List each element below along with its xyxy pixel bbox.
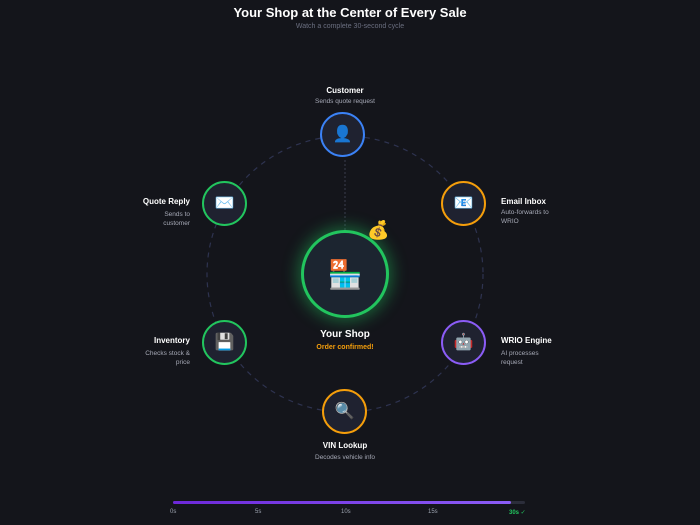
page-title: Your Shop at the Center of Every Sale bbox=[233, 5, 467, 20]
tick-0s: 0s bbox=[170, 509, 177, 515]
quote-reply-node[interactable]: ✉️ bbox=[202, 181, 247, 226]
your-shop-hub[interactable]: 🏪 bbox=[301, 230, 389, 318]
vin-lookup-node[interactable]: 🔍 bbox=[322, 389, 367, 434]
wrio-engine-desc: AI processes request bbox=[501, 350, 539, 366]
page-subtitle: Watch a complete 30-second cycle bbox=[295, 23, 405, 30]
vin-lookup-title: VIN Lookup bbox=[322, 441, 368, 450]
timeline-progress-fill bbox=[173, 501, 511, 504]
user-icon: 👤 bbox=[332, 125, 353, 143]
search-icon: 🔍 bbox=[334, 402, 355, 420]
vin-lookup-desc: Decodes vehicle info bbox=[315, 454, 375, 461]
tick-5s: 5s bbox=[255, 509, 262, 515]
hub-title: Your Shop bbox=[320, 329, 370, 340]
email-inbox-node[interactable]: 📧 bbox=[441, 181, 486, 226]
tick-10s: 10s bbox=[341, 509, 351, 515]
hub-status: Order confirmed! bbox=[316, 344, 374, 351]
email-inbox-desc: Auto-forwards to WRIO bbox=[501, 209, 549, 225]
customer-node[interactable]: 👤 bbox=[320, 112, 365, 157]
quote-reply-title: Quote Reply bbox=[142, 197, 190, 206]
timeline-progress-track[interactable] bbox=[173, 501, 525, 504]
disk-icon: 💾 bbox=[214, 333, 235, 351]
robot-icon: 🤖 bbox=[453, 333, 474, 351]
inventory-title: Inventory bbox=[153, 336, 190, 345]
tick-15s: 15s bbox=[428, 509, 438, 515]
customer-desc: Sends quote request bbox=[315, 98, 375, 105]
money-bag-icon: 💰 bbox=[367, 220, 390, 240]
inventory-desc: Checks stock & price bbox=[145, 350, 190, 366]
wrio-engine-node[interactable]: 🤖 bbox=[441, 320, 486, 365]
customer-title: Customer bbox=[326, 86, 364, 95]
email-inbox-title: Email Inbox bbox=[501, 197, 546, 206]
wrio-engine-title: WRIO Engine bbox=[501, 336, 552, 345]
tick-30s-done: 30s ✓ bbox=[509, 510, 526, 516]
store-icon: 🏪 bbox=[327, 258, 363, 290]
mail-icon: 📧 bbox=[453, 194, 474, 212]
quote-reply-desc: Sends to customer bbox=[163, 211, 190, 227]
envelope-icon: ✉️ bbox=[214, 194, 235, 212]
inventory-node[interactable]: 💾 bbox=[202, 320, 247, 365]
